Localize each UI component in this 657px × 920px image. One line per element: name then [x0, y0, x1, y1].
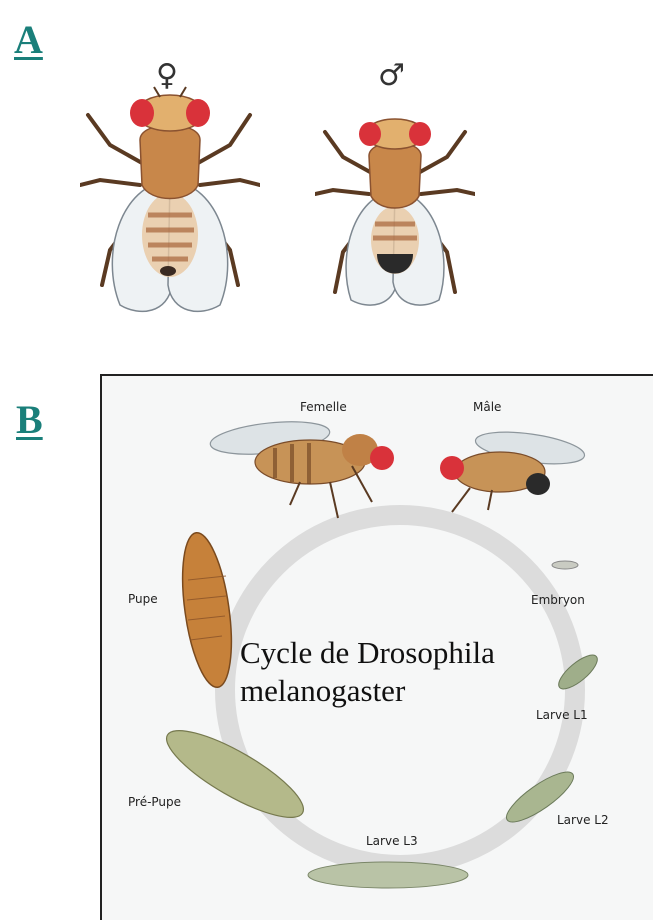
cycle-title: Cycle de Drosophila melanogaster [240, 634, 570, 710]
label-femelle: Femelle [300, 400, 347, 414]
label-pupe: Pupe [128, 592, 158, 606]
label-larve-l3: Larve L3 [366, 834, 418, 848]
label-male: Mâle [473, 400, 501, 414]
embryo-shape [552, 561, 578, 569]
label-embryon: Embryon [531, 593, 585, 607]
label-larve-l1: Larve L1 [536, 708, 588, 722]
label-larve-l2: Larve L2 [557, 813, 609, 827]
pupa-shape [174, 530, 239, 691]
label-pre-pupe: Pré-Pupe [128, 795, 181, 809]
adult-male-fly [440, 426, 586, 512]
larva-l3-shape [308, 862, 468, 888]
adult-female-fly [209, 417, 394, 518]
